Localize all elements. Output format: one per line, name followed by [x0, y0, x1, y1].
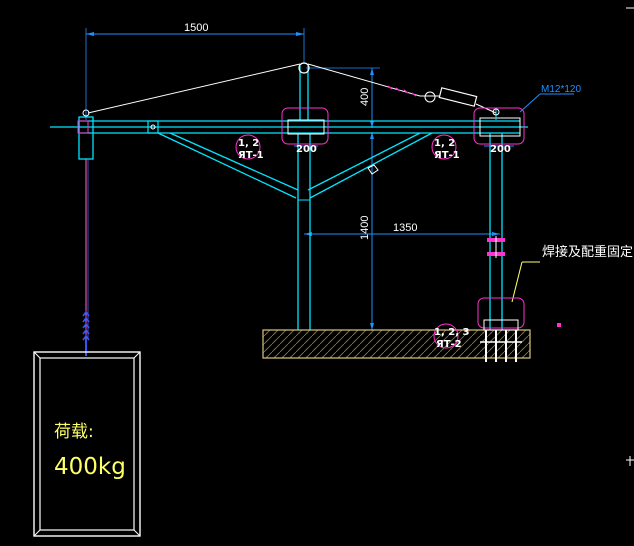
dimension-height: 1400: [359, 132, 374, 330]
tag-left-sub: ЯТ-1: [238, 150, 264, 161]
dimension-text-1350: 1350: [393, 222, 417, 234]
tie-rods: [87, 63, 497, 114]
bolt-spec-label: M12*120: [541, 84, 581, 95]
detail-tag-left: 1, 2 ЯТ-1: [235, 134, 264, 161]
load-value: 400kg: [54, 454, 126, 480]
tag-base-top: 1, 2, 3: [434, 327, 469, 338]
tag-left-top: 1, 2: [238, 138, 259, 149]
tag-right-top: 1, 2: [434, 138, 455, 149]
edge-markers: [557, 7, 634, 466]
diagonal-strut-right: [307, 132, 433, 199]
dimension-base-span: 1350: [304, 222, 500, 236]
base-anchor-detail: [477, 297, 525, 362]
dimension-text-1400: 1400: [359, 216, 371, 240]
tag-right-sub: ЯТ-1: [434, 150, 460, 161]
joint-detail-right: 200: [473, 107, 525, 155]
dimension-text-400: 400: [359, 88, 371, 106]
diagonal-strut-left: [157, 132, 299, 199]
bolt-callout: M12*120: [519, 84, 581, 113]
beam-left-bracket: [147, 120, 159, 134]
hoist-rope: [82, 159, 90, 356]
weld-note-leader: 焊接及配重固定: [511, 244, 633, 303]
dimension-text-1500: 1500: [184, 22, 208, 34]
detail-tag-right: 1, 2 ЯТ-1: [431, 134, 460, 161]
joint-detail-center: 200: [281, 107, 329, 155]
column-clamps: [487, 236, 505, 258]
base-slab: [262, 329, 531, 359]
center-column: [297, 133, 311, 330]
detail-tag-base: 1, 2, 3 ЯТ-2: [433, 323, 469, 350]
weld-note: 焊接及配重固定: [542, 244, 633, 260]
dimension-rise: 400: [306, 67, 380, 128]
tag-base-sub: ЯТ-2: [436, 339, 462, 350]
plate-dim-right: 200: [490, 144, 511, 155]
main-beam: [50, 120, 528, 134]
apex-mast: [298, 62, 310, 121]
load-box: 荷载: 400kg: [33, 351, 141, 537]
dimension-top-span: 1500: [85, 22, 305, 120]
load-title: 荷载:: [54, 422, 94, 442]
right-column: [479, 108, 521, 330]
plate-dim-left: 200: [296, 144, 317, 155]
left-end-post: [77, 109, 94, 160]
